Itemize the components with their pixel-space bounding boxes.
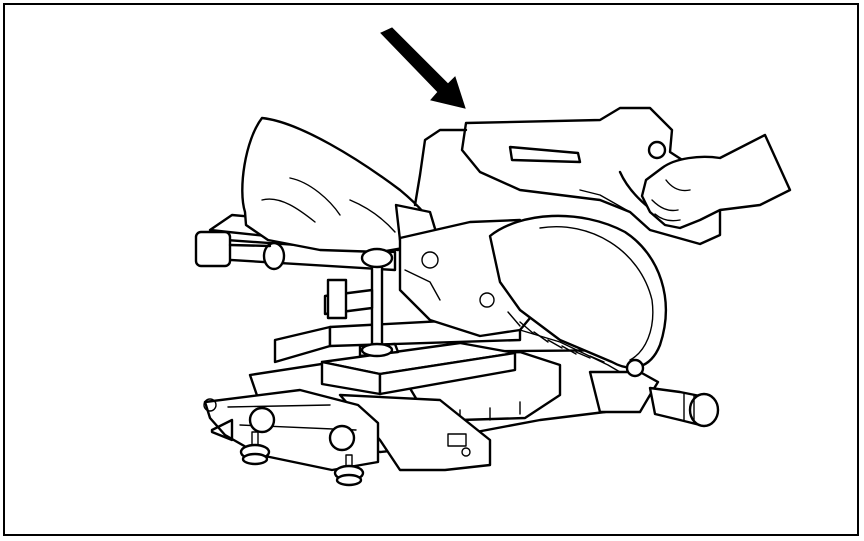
right-extension (588, 370, 720, 428)
power-cord (413, 128, 468, 207)
operator-hand-icon (640, 133, 792, 230)
leveling-foot-right (333, 454, 365, 487)
vertical-clamp (323, 247, 400, 358)
leveling-foot-left (239, 431, 271, 466)
press-down-arrow-icon (380, 27, 466, 109)
saw-blade-guard (488, 214, 667, 378)
dust-bag (241, 116, 438, 254)
workpiece-block (320, 341, 517, 396)
